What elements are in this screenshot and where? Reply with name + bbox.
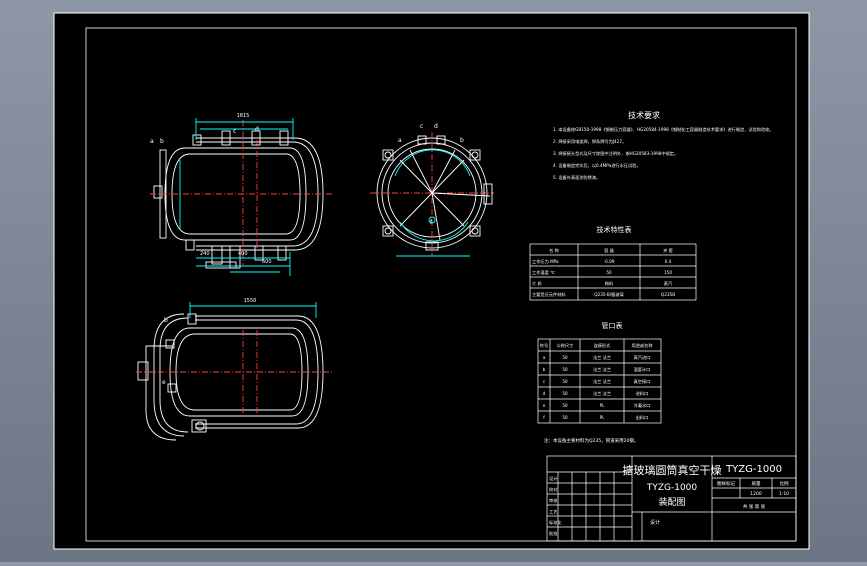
nozzle-cell: 真空接口: [634, 378, 651, 385]
sheet-label: 图样标记: [717, 480, 735, 487]
tech-char-cell: 介 质: [532, 280, 542, 287]
nozzle-cell: 50: [562, 379, 568, 384]
drawing-sheet: [53, 12, 810, 550]
nozzle-header-4: 用途或名称: [632, 342, 653, 349]
tech-char-table: [529, 243, 697, 301]
nozzle-header-2: 公称尺寸: [557, 342, 574, 349]
nozzle-cell: a: [543, 355, 546, 360]
title-block: [546, 455, 797, 542]
nozzle-cell: e: [543, 403, 546, 408]
tech-char-cell: 50: [606, 270, 612, 275]
tech-req-line-5: 5. 设备外表面涂防锈漆。: [553, 174, 600, 181]
nozzle-cell: 50: [562, 415, 568, 420]
nozzle-cell: b: [543, 367, 546, 372]
tech-req-line-1: 1. 本设备按GB150-1998《钢制压力容器》、HG20584-1998《钢…: [553, 126, 774, 133]
tb-label-2: 校对: [549, 486, 557, 493]
title-block-text: 搪玻璃圆筒真空干燥 TYZG-1000 装配图 TYZG-1000 图样标记 质…: [549, 463, 789, 537]
drawing-frame: [85, 27, 797, 542]
tech-char-header-3: 夹 套: [663, 247, 674, 254]
tech-char-cell: -0.09: [604, 259, 615, 264]
nozzle-label-d: d: [255, 126, 259, 133]
drawing-number: TYZG-1000: [725, 464, 782, 475]
drawing-name-line1: 搪玻璃圆筒真空干燥: [623, 463, 722, 477]
drawing-name-line3: 装配图: [658, 496, 685, 508]
tech-char-cells: 名 称 容 器 夹 套 工作压力 MPa -0.09 0.4 工作温度 ℃ 50…: [532, 247, 675, 298]
nozzle-cell: 进料口: [636, 390, 649, 397]
tech-char-header-2: 容 器: [604, 247, 615, 254]
nozzle-label-c: c: [233, 128, 236, 135]
nozzle-cell: 法兰 法兰: [593, 390, 611, 397]
tech-req-line-4: 4. 设备制造完毕后，以0.4MPa进行水压试验。: [553, 162, 641, 169]
plan-view: [136, 302, 332, 441]
scale-label: 比例: [780, 480, 789, 487]
tb-label-4: 工艺: [549, 509, 557, 514]
bottom-length-dim: 1550: [244, 298, 257, 304]
tb-label-6: 批准: [549, 530, 557, 537]
tech-char-cell: Q235B: [661, 292, 675, 297]
tech-char-cell: 工作温度 ℃: [532, 269, 555, 276]
tech-char-cell: 150: [664, 270, 672, 275]
nozzle-cell: 法兰 法兰: [593, 378, 611, 385]
nozzle-header-1: 符号: [540, 342, 548, 349]
nozzle-table-cells: 符号 公称尺寸 连接形式 用途或名称 a 50 法兰 法兰 蒸汽进口 b 50 …: [540, 342, 653, 421]
nozzle-cell: 冷凝水口: [634, 402, 651, 409]
tech-char-cell: 蒸汽: [664, 280, 673, 287]
nozzle-cell: 蒸汽进口: [634, 354, 651, 361]
tb-label-3: 审核: [549, 497, 558, 504]
nozzle-cell: 50: [562, 367, 568, 372]
nozzle-cell: f: [543, 415, 545, 420]
nozzle-cell: d: [543, 391, 546, 396]
front-elevation-view: [150, 118, 332, 276]
tech-char-cell: 工作压力 MPa: [532, 258, 559, 265]
nozzle-header-3: 连接形式: [594, 342, 612, 349]
tech-char-table-title: 技术特性表: [597, 225, 632, 234]
side-label-d: d: [434, 123, 438, 130]
plan-label-b: b: [164, 317, 168, 324]
tech-char-cell: 物料: [605, 280, 614, 287]
tb-label-1: 设计: [549, 475, 557, 482]
side-label-a: a: [398, 137, 402, 144]
tech-char-cell: Q235-B/搪玻璃: [594, 291, 624, 298]
nozzle-cell: 出料口: [636, 414, 649, 421]
nozzle-cell: PL: [600, 415, 606, 420]
nozzle-table: [537, 338, 662, 424]
scale-value: 1:10: [779, 491, 789, 497]
side-label-f: f: [430, 219, 433, 226]
tech-char-cell: 0.4: [665, 259, 672, 264]
mass-value: 1200: [750, 491, 762, 497]
dim-mark-2: 400: [238, 251, 248, 257]
designer-label: 设计: [650, 519, 660, 526]
tech-requirements-title: 技术要求: [628, 110, 660, 120]
tech-req-line-2: 2. 焊接采用电弧焊，焊条牌号为J427。: [553, 138, 626, 145]
side-section-view: [370, 132, 494, 257]
dim-mark-1: 240: [200, 251, 210, 257]
nozzle-label-a: a: [150, 138, 154, 145]
nozzle-cell: 50: [562, 403, 568, 408]
nozzle-cell: 50: [562, 391, 568, 396]
tech-req-line-3: 3. 焊接接头型式及尺寸除图中注明外，按HG20583-1998中规定。: [553, 150, 678, 157]
tech-char-header-1: 名 称: [549, 247, 559, 254]
nozzle-cell: 温度计口: [634, 366, 651, 373]
nozzle-cell: 法兰 法兰: [593, 366, 611, 373]
tech-char-cell: 主要受压元件材料: [532, 291, 566, 298]
nozzle-cell: 50: [562, 355, 568, 360]
sheet-count: 共 张 第 张: [743, 503, 766, 510]
nozzle-cell: PL: [600, 403, 606, 408]
dim-mark-3: 600: [262, 259, 272, 265]
side-label-c: c: [420, 123, 423, 130]
nozzle-cell: 法兰 法兰: [593, 354, 611, 361]
nozzle-table-title: 管口表: [602, 321, 623, 330]
drawing-name-line2: TYZG-1000: [646, 483, 698, 493]
plan-label-e: e: [162, 379, 166, 386]
mass-label: 质量: [752, 480, 761, 487]
nozzle-cell: c: [543, 379, 546, 384]
side-label-b: b: [460, 137, 464, 144]
top-length-dim: 1815: [237, 113, 250, 119]
tb-label-5: 标准化: [549, 519, 562, 526]
drawing-note: 注：本设备主要材料为Q235，管道采用20钢。: [544, 437, 638, 444]
tech-requirements-text: 1. 本设备按GB150-1998《钢制压力容器》、HG20584-1998《钢…: [553, 126, 774, 181]
nozzle-label-b: b: [160, 138, 164, 145]
